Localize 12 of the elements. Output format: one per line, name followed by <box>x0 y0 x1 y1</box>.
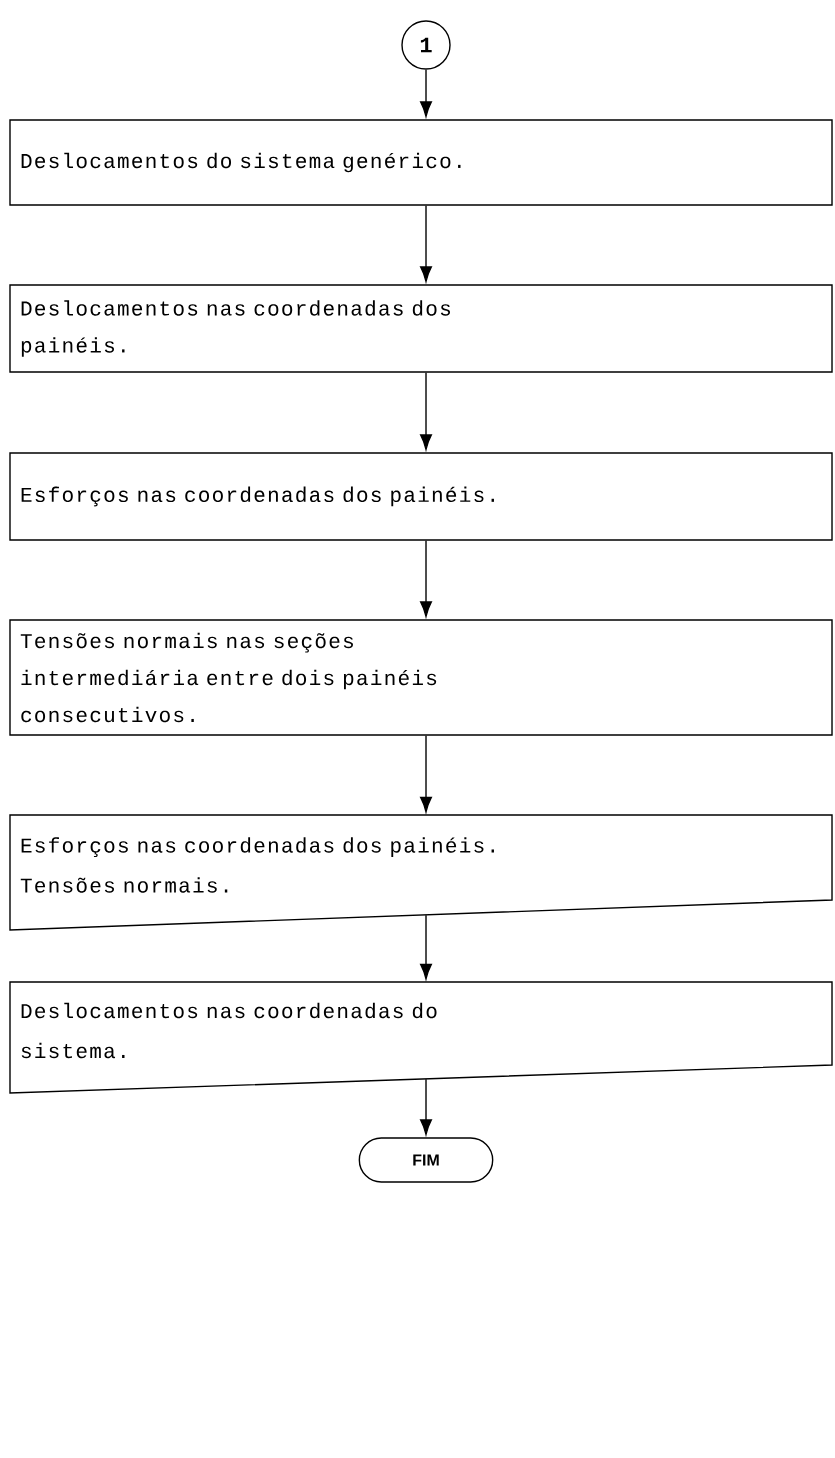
arrow <box>420 69 432 117</box>
arrow <box>420 914 432 980</box>
terminator: FIM <box>358 1137 494 1183</box>
process-box: Deslocamentos nas coordenadas dos painéis. <box>9 284 833 373</box>
arrow <box>420 205 432 282</box>
process-box: Esforços nas coordenadas dos painéis. <box>9 452 833 541</box>
arrow <box>420 735 432 813</box>
process-box: Deslocamentos do sistema genérico. <box>9 119 833 206</box>
arrow <box>420 540 432 618</box>
process-box: Tensões normais nas seções intermediária entre dois painéis consecutivos. <box>9 619 833 736</box>
arrow <box>420 372 432 450</box>
arrow <box>420 1078 432 1135</box>
